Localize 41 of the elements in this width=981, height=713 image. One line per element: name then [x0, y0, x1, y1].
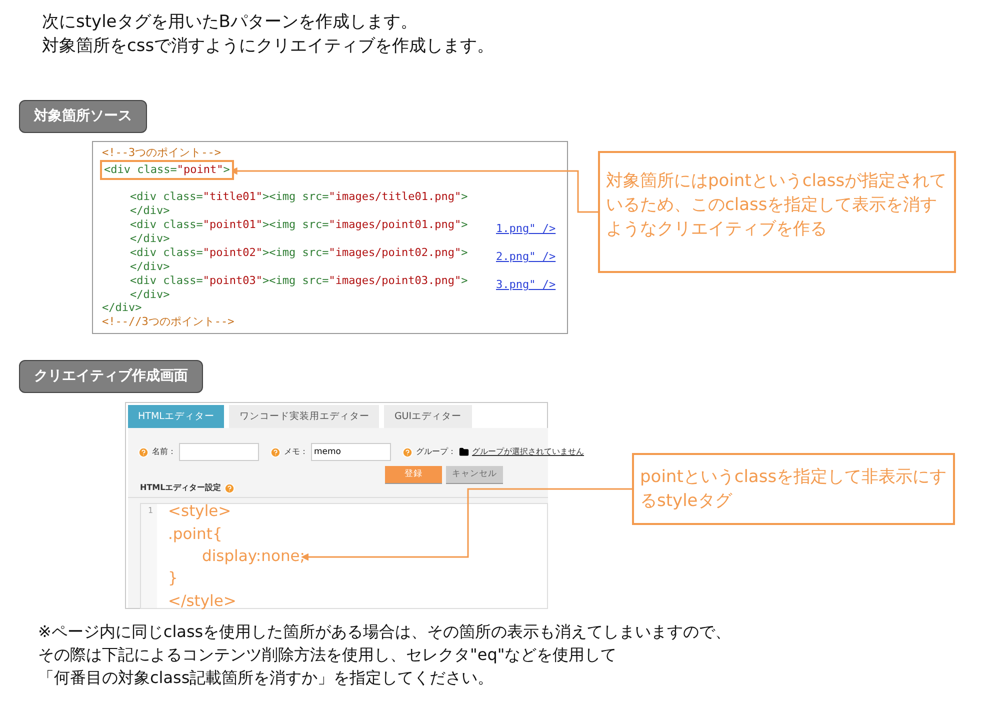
field-label: HTMLエディター設定 [140, 482, 222, 494]
code-line: <!--//3つのポイント--> [102, 315, 234, 329]
line-number: 1 [148, 505, 154, 517]
section-label: クリエイティブ作成画面 [19, 360, 203, 393]
code-line: display:none; [202, 545, 306, 567]
code-fragment: 1.png" /> [496, 222, 556, 236]
code-line: <style> [168, 501, 232, 522]
code-line: <div class="point02"><img src="images/point02.png"> [130, 246, 468, 260]
code-line: </div> [130, 232, 170, 246]
code-line: </div> [130, 288, 170, 302]
code-line: </style> [168, 591, 236, 612]
code-line: <!--3つのポイント--> [102, 146, 221, 160]
code-line: } [168, 568, 178, 589]
tab: ワンコード実装用エディター [229, 405, 380, 428]
button: キャンセル [446, 466, 503, 484]
input-field: memo [311, 443, 391, 461]
code-line: <div class="title01"><img src="images/title01.png"> [130, 190, 468, 204]
code-line: .point{ [168, 524, 222, 545]
field-label: グループ： [416, 446, 456, 458]
intro-text: 次にstyleタグを用いたBパターンを作成します。 [42, 11, 418, 34]
link: グループが選択されていません [472, 446, 584, 458]
code-line: </div> [130, 260, 170, 274]
note-text: 「何番目の対象class記載箇所を消すか」を指定してください。 [38, 667, 494, 689]
intro-text: 対象箇所をcssで消すようにクリエイティブを作成します。 [42, 35, 494, 58]
callout-box: pointというclassを指定して非表示にするstyleタグ [632, 453, 955, 525]
code-line: </div> [130, 204, 170, 218]
code-fragment: 2.png" /> [496, 250, 556, 264]
note-text: その際は下記によるコンテンツ削除方法を使用し、セレクタ"eq"などを使用して [38, 644, 617, 666]
code-fragment: 3.png" /> [496, 278, 556, 292]
callout-box: 対象箇所にはpointというclassが指定されているため、このclassを指定して表示を消すようなクリエイティブを作る [598, 151, 956, 273]
tab: GUIエディター [384, 405, 472, 428]
note-text: ※ページ内に同じclassを使用した箇所がある場合は、その箇所の表示も消えてしまいますので、 [38, 621, 732, 643]
tab: HTMLエディター [128, 405, 224, 428]
code-line: </div> [102, 301, 142, 315]
arrow [301, 488, 632, 561]
button: 登録 [385, 466, 442, 484]
section-label: 対象箇所ソース [19, 100, 147, 133]
code-line: <div class="point01"><img src="images/point01.png"> [130, 218, 468, 232]
field-label: メモ： [284, 446, 308, 458]
code-line: <div class="point03"><img src="images/point03.png"> [130, 274, 468, 288]
field-label: 名前： [152, 446, 176, 458]
